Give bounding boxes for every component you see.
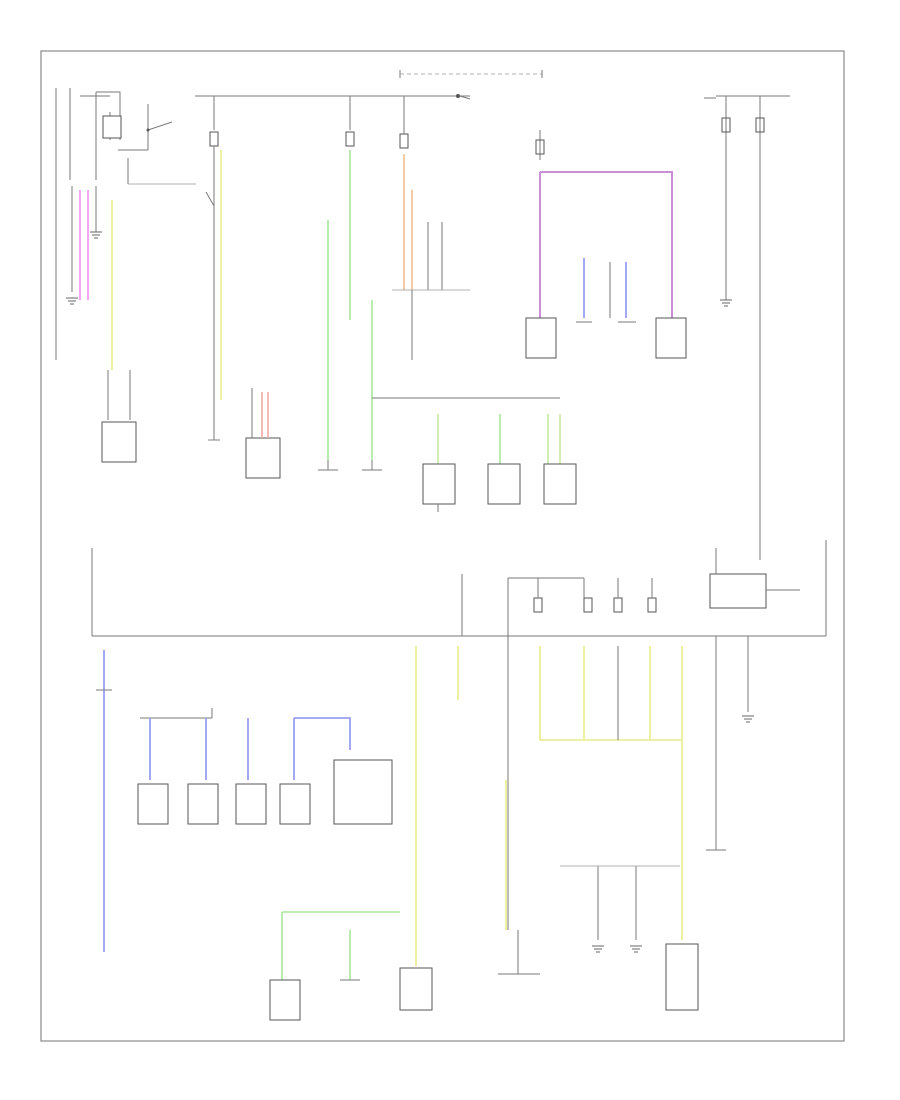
- module-b-6: [399, 967, 433, 1011]
- fuse-10: [647, 597, 657, 613]
- ground-symbol-3: [720, 299, 732, 307]
- fuse-7: [533, 597, 543, 613]
- fuse-1: [209, 131, 219, 147]
- module-violet-a: [525, 317, 557, 359]
- module-ignition-relay: [245, 437, 281, 479]
- module-mid-a: [422, 463, 456, 505]
- fuse-9: [613, 597, 623, 613]
- module-b-3: [235, 783, 267, 825]
- module-mid-b: [487, 463, 521, 505]
- module-b-5: [333, 759, 393, 825]
- ignition-switch: [102, 115, 122, 139]
- module-violet-b: [655, 317, 687, 359]
- mid-bus: [91, 540, 827, 637]
- fuse-8: [583, 597, 593, 613]
- fuse-4: [535, 139, 545, 155]
- bus-junction: [456, 94, 460, 98]
- diagram-frame: [40, 50, 845, 1042]
- module-b-8: [665, 943, 699, 1011]
- ground-symbol-1: [90, 231, 102, 239]
- bottom-section: [96, 636, 754, 1021]
- fuse-6: [755, 117, 765, 133]
- module-b-2: [187, 783, 219, 825]
- fuse-3: [399, 133, 409, 149]
- ground-symbol-2: [66, 297, 78, 305]
- ground-symbol-6: [742, 715, 754, 723]
- module-top-left: [101, 421, 137, 463]
- ground-symbol-4: [592, 945, 604, 953]
- module-b-7: [269, 979, 301, 1021]
- ground-symbol-5: [630, 945, 642, 953]
- top-section: [55, 70, 790, 560]
- fuse-5: [721, 117, 731, 133]
- module-mid-c: [543, 463, 577, 505]
- module-b-4: [279, 783, 311, 825]
- module-b-1: [137, 783, 169, 825]
- relay-right: [709, 573, 767, 609]
- fuse-2: [345, 131, 355, 147]
